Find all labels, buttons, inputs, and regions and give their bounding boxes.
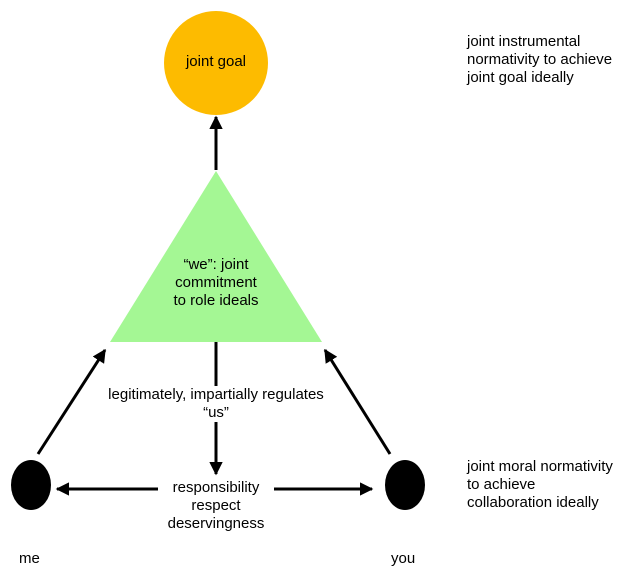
joint-goal-label: joint goal (185, 53, 247, 70)
annotation-line: joint moral normativity (467, 458, 613, 475)
commitment-line: commitment (175, 274, 257, 291)
you-to-triangle-arrow (323, 348, 392, 455)
annotation-line: joint instrumental (467, 33, 581, 50)
annotation-line: to achieve (467, 476, 536, 493)
regulation-line: “us” (203, 404, 229, 421)
joint-goal-circle (164, 11, 268, 115)
me-to-triangle-arrow (36, 348, 107, 455)
commitment-line: “we”: joint (183, 256, 249, 273)
commitment-label: “we”: joint commitment to role ideals (146, 256, 286, 310)
relation-line: responsibility (172, 479, 260, 496)
me-node (11, 460, 51, 510)
moral-annotation: joint moral normativity to achieve colla… (467, 458, 613, 512)
you-node (385, 460, 425, 510)
you-label: you (391, 550, 416, 567)
relation-label: responsibility respect deservingness (158, 479, 274, 533)
relation-line: deservingness (167, 515, 265, 532)
regulation-label: legitimately, impartially regulates “us” (96, 386, 336, 422)
annotation-line: normativity to achieve (467, 51, 613, 68)
annotation-line: joint goal ideally (467, 69, 574, 86)
me-label: me (19, 550, 40, 567)
relation-line: respect (191, 497, 241, 514)
instrumental-annotation: joint instrumental normativity to achiev… (467, 33, 612, 87)
commitment-triangle (110, 171, 322, 342)
annotation-line: collaboration ideally (467, 494, 599, 511)
regulation-line: legitimately, impartially regulates (108, 386, 324, 403)
commitment-line: to role ideals (173, 292, 259, 309)
